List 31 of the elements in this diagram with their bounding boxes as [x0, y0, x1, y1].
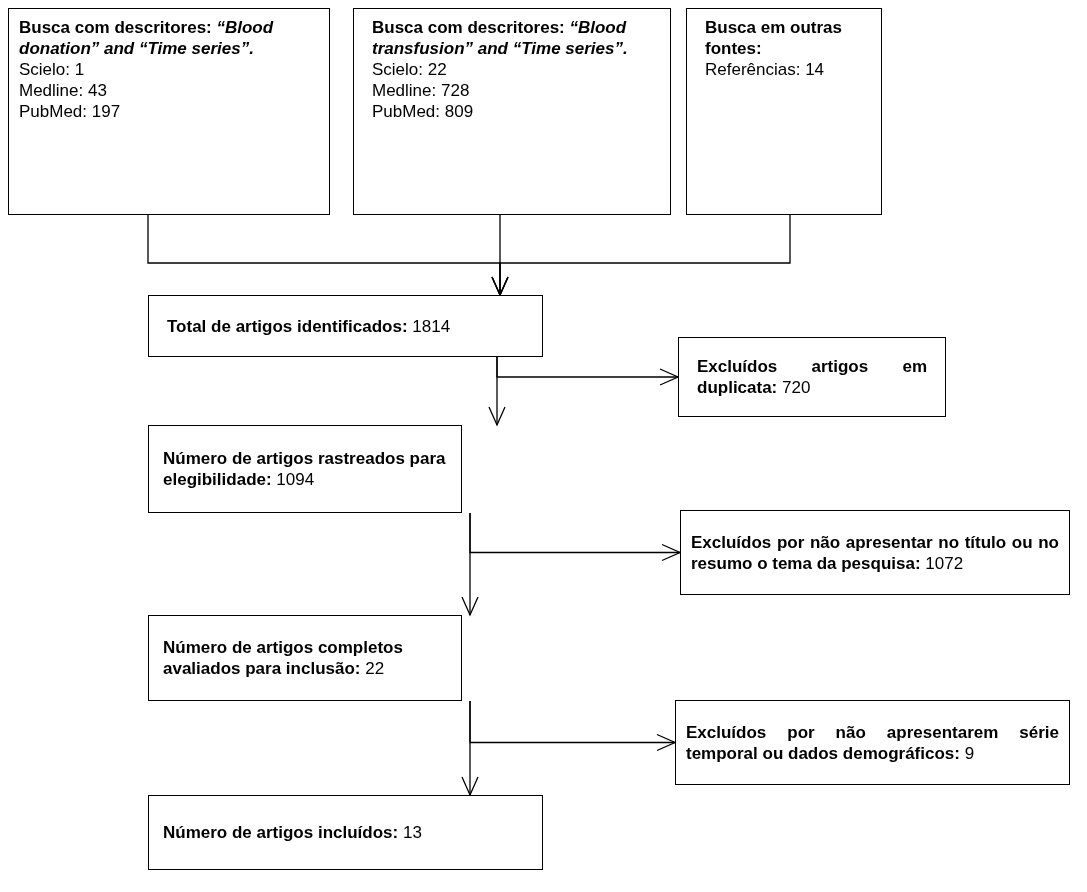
arrow	[461, 512, 479, 616]
process-box	[148, 425, 462, 513]
arrow	[491, 214, 791, 296]
box-text: Busca com descritores: “Blood donation” and “Time series”.	[19, 17, 275, 59]
box-text: Excluídos artigos em duplicata: 720	[697, 356, 927, 398]
arrow	[488, 356, 506, 426]
box-text: Excluídos por não apresentar no título ou no resumo o tema da pesquisa: 1072	[691, 531, 1059, 574]
box-text: PubMed: 809	[372, 101, 475, 122]
process-box	[675, 700, 1070, 785]
process-box	[678, 337, 946, 417]
box-text: Número de artigos incluídos: 13	[163, 822, 423, 843]
arrow	[461, 700, 479, 796]
box-text: Número de artigos rastreados para elegibilidade: 1094	[163, 448, 447, 490]
box-text: Medline: 728	[372, 80, 471, 101]
process-box	[148, 295, 543, 357]
process-box	[680, 510, 1070, 595]
box-text: Excluídos por não apresentarem série temporal ou dados demográficos: 9	[686, 721, 1059, 764]
process-box	[686, 8, 882, 215]
process-box	[148, 615, 462, 701]
box-text: Medline: 43	[19, 80, 108, 101]
box-text: Busca com descritores: “Blood transfusion” and “Time series”.	[372, 17, 629, 59]
box-text: Referências: 14	[705, 59, 826, 80]
box-text: Scielo: 22	[372, 59, 448, 80]
box-text: Scielo: 1	[19, 59, 86, 80]
process-box	[353, 8, 671, 215]
box-text: Busca em outras fontes:	[705, 17, 843, 59]
box-text: PubMed: 197	[19, 101, 122, 122]
box-text: Total de artigos identificados: 1814	[167, 315, 452, 337]
process-box	[8, 8, 330, 215]
process-box	[148, 795, 543, 870]
box-text: Número de artigos completos avaliados para inclusão: 22	[163, 637, 404, 679]
